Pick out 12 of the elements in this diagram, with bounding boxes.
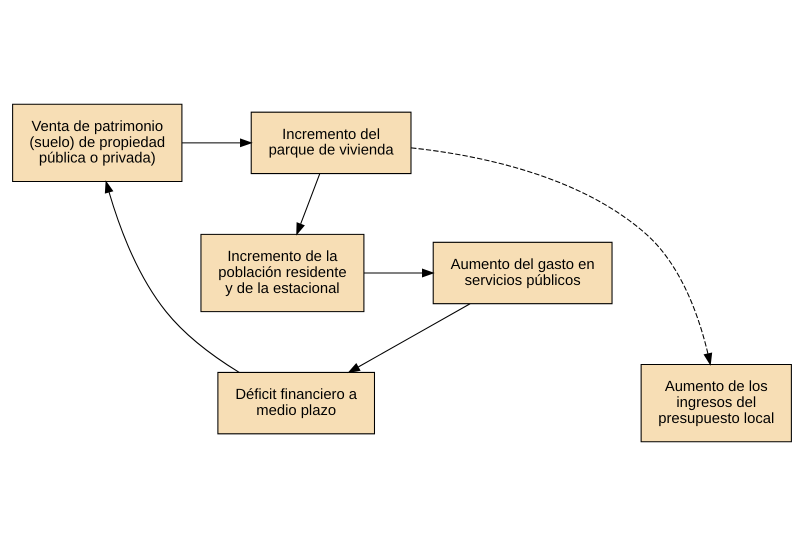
node-box: Aumento del gasto en servicios públicos (432, 241, 613, 304)
arrow (104, 180, 240, 372)
node-box: Venta de patrimonio (suelo) de propiedad pública o privada) (12, 103, 182, 182)
arrow (411, 146, 712, 366)
node-box: Incremento del parque de vivienda (250, 111, 412, 174)
arrow (296, 172, 320, 236)
node-box: Déficit financiero a medio plazo (217, 371, 376, 434)
arrow (364, 268, 435, 277)
node-box: Aumento de los ingresos del presupuesto local (640, 364, 792, 442)
node-box: Incremento de la población residente y de la estacional (200, 233, 364, 312)
arrow (182, 138, 253, 147)
arrow (347, 302, 470, 373)
